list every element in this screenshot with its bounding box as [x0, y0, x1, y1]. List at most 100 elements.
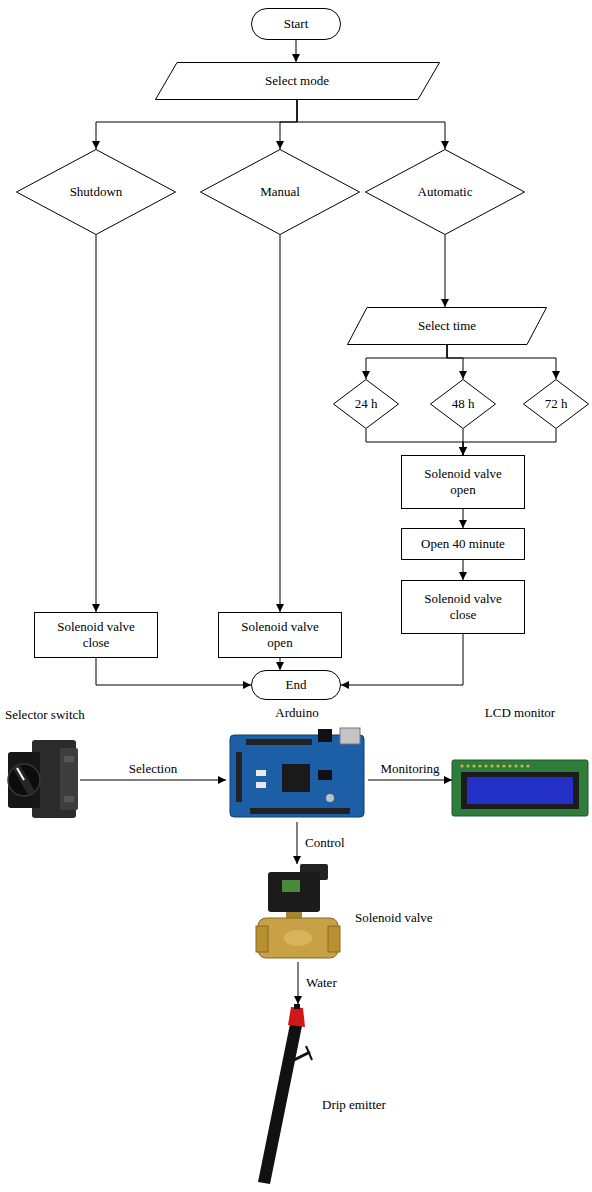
component-label: Solenoid valve — [355, 910, 433, 926]
flow-arrow — [463, 560, 464, 580]
arduino-board-picture-part — [340, 728, 360, 744]
lcd-monitor-component: LCD monitor — [452, 760, 588, 816]
solenoid-valve-picture-part — [284, 930, 312, 946]
node-label: Shutdown — [70, 184, 123, 200]
lcd-monitor-picture-part — [452, 760, 588, 816]
process-box: Solenoid valve open — [218, 612, 342, 658]
lcd-monitor-picture-part — [502, 764, 505, 767]
flow-arrow — [96, 100, 297, 149]
flow-arrow — [298, 962, 299, 1004]
flow-arrow — [463, 429, 556, 455]
lcd-monitor-picture-part — [508, 764, 511, 767]
end-terminal: End — [251, 670, 341, 700]
lcd-monitor-picture-part — [514, 764, 517, 767]
input-parallelogram: Select time — [347, 307, 547, 345]
start-terminal: Start — [251, 8, 341, 40]
component-label: Selector switch — [5, 707, 85, 723]
flow-arrow — [296, 40, 297, 62]
arduino-board-picture-part — [318, 770, 332, 780]
selector-switch-picture — [8, 740, 78, 818]
flow-arrow — [80, 780, 226, 781]
selector-switch-picture-part — [64, 796, 74, 802]
drip-emitter-picture-part — [306, 1046, 312, 1060]
solenoid-valve-picture — [256, 864, 340, 958]
flow-arrow — [447, 345, 556, 379]
node-label: Select time — [418, 318, 476, 334]
decision-diamond: 48 h — [430, 379, 496, 429]
solenoid-valve-component: Solenoid valve — [256, 864, 340, 962]
lcd-monitor-picture-part — [484, 764, 487, 767]
drip-emitter-picture-part — [288, 1007, 305, 1027]
process-box: Open 40 minute — [401, 528, 525, 560]
node-label: Solenoid valve open — [234, 619, 326, 650]
process-box: Solenoid valve close — [401, 580, 525, 634]
arduino-component: Arduino — [226, 728, 368, 822]
edge-label: Selection — [127, 761, 179, 777]
node-label: Automatic — [418, 184, 473, 200]
edge-label: Water — [304, 975, 339, 991]
arduino-board-picture-part — [282, 764, 310, 792]
lcd-monitor-picture-part — [460, 764, 463, 767]
flow-arrow — [297, 822, 298, 864]
shape-outline — [431, 380, 496, 429]
solenoid-valve-picture-part — [328, 926, 340, 952]
solenoid-valve-picture-part — [282, 880, 300, 892]
shape-outline — [334, 380, 399, 429]
flow-arrow — [463, 509, 464, 528]
input-parallelogram: Select mode — [155, 62, 440, 100]
drip-emitter-picture-part — [258, 1024, 302, 1184]
shape-outline — [201, 150, 360, 235]
selector-switch-picture-part — [8, 752, 40, 808]
edge-label: Monitoring — [378, 761, 441, 777]
selector-switch-picture-part — [17, 768, 24, 780]
flow-arrow — [341, 634, 463, 685]
drip-emitter-picture-part — [294, 1004, 300, 1009]
component-label: Arduino — [275, 705, 318, 721]
process-box: Solenoid valve close — [34, 612, 158, 658]
shape-outline — [524, 380, 589, 429]
drip-emitter-picture — [258, 1004, 312, 1184]
drip-emitter-picture-part — [290, 1052, 310, 1062]
drip-emitter-component: Drip emitter — [252, 1004, 316, 1186]
shape-outline — [17, 150, 176, 235]
lcd-monitor-picture-part — [496, 764, 499, 767]
node-label: Solenoid valve close — [417, 591, 509, 622]
shape-outline — [155, 63, 439, 100]
decision-diamond: Shutdown — [16, 149, 176, 235]
component-label: Drip emitter — [322, 1097, 386, 1113]
edge-label: Control — [303, 835, 347, 851]
lcd-monitor-picture-part — [461, 772, 579, 809]
flow-arrow — [280, 235, 281, 612]
arduino-board-picture-part — [246, 739, 312, 745]
node-label: End — [286, 677, 307, 693]
solenoid-valve-picture-part — [268, 872, 320, 912]
flow-arrow — [445, 235, 446, 307]
decision-diamond: Automatic — [365, 149, 525, 235]
solenoid-valve-picture-part — [256, 926, 268, 952]
selector-switch-component: Selector switch — [5, 735, 80, 822]
arduino-board-picture-part — [230, 735, 364, 817]
shape-outline — [366, 150, 525, 235]
arduino-board-picture-part — [250, 808, 350, 814]
arduino-board-picture-part — [318, 729, 332, 742]
lcd-monitor-picture-part — [520, 764, 523, 767]
selector-switch-picture-part — [8, 764, 40, 796]
arduino-board-picture-part — [256, 782, 266, 788]
node-label: 24 h — [355, 396, 378, 412]
selector-switch-picture-part — [13, 765, 35, 795]
decision-diamond: 24 h — [333, 379, 399, 429]
decision-diamond: Manual — [200, 149, 360, 235]
flow-arrow — [366, 429, 463, 455]
node-label: Manual — [260, 184, 300, 200]
selector-switch-picture-part — [60, 748, 78, 810]
arduino-board-picture-part — [236, 752, 242, 802]
process-box: Solenoid valve open — [401, 455, 525, 509]
solenoid-valve-picture-part — [258, 918, 338, 958]
lcd-monitor-picture-part — [472, 764, 475, 767]
lcd-monitor-picture — [452, 760, 588, 816]
flow-arrow — [96, 658, 251, 685]
selector-switch-picture-part — [64, 756, 74, 762]
flow-arrow — [368, 780, 452, 781]
flow-arrow — [96, 235, 97, 612]
flow-arrow — [280, 100, 297, 149]
